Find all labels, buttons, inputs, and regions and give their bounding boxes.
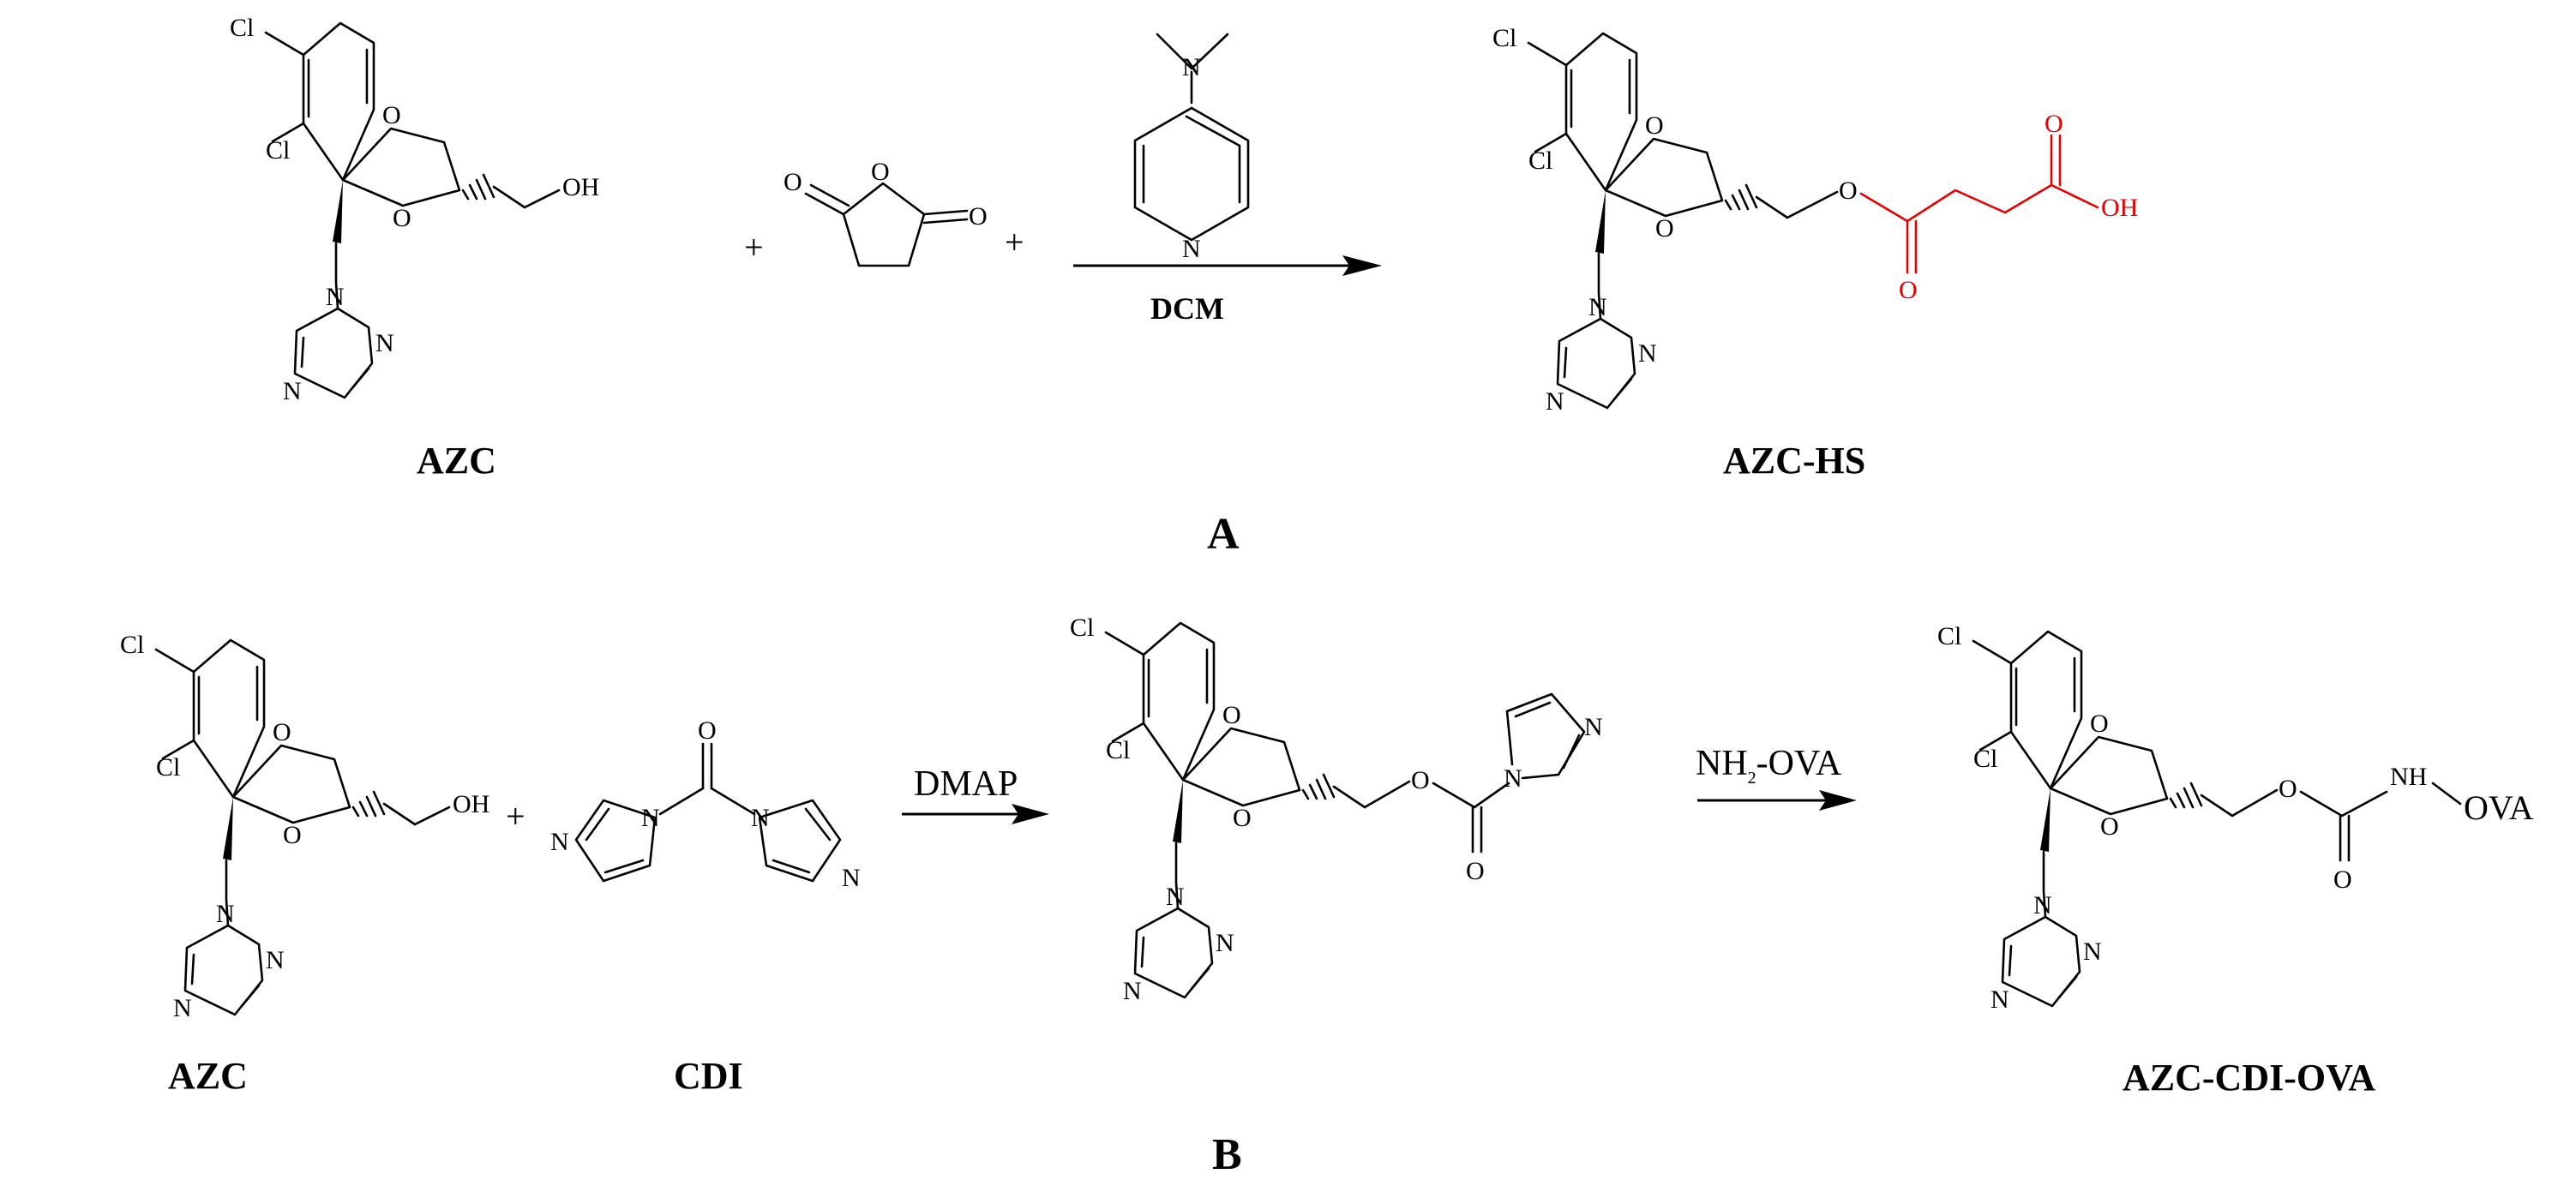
n-atom: N [375, 329, 394, 357]
o-atom: O [698, 716, 717, 745]
panel-label-a: A [1207, 510, 1240, 559]
plus-sign: + [506, 797, 525, 836]
panel-label-b: B [1212, 1130, 1242, 1179]
n-atom: N [751, 804, 770, 832]
oh-group: OH [562, 173, 599, 201]
n-atom: N [641, 804, 660, 832]
o-atom: O [2090, 710, 2109, 738]
o-atom: O [1466, 857, 1485, 885]
cl-atom: Cl [1106, 736, 1130, 764]
hemisuccinate-linker: O O OH [1859, 110, 2138, 304]
n-atom: N [216, 900, 235, 928]
succinic-anhydride: O O O [784, 158, 988, 267]
o-atom: O [382, 101, 401, 129]
n-atom: N [1584, 713, 1603, 741]
nh2-ova-label: NH2-OVA [1696, 744, 1842, 788]
azc-hs-label: AZC-HS [1723, 440, 1865, 482]
nh-group: NH [2390, 763, 2427, 791]
cl-atom: Cl [1070, 614, 1094, 642]
o-atom: O [2279, 775, 2297, 803]
azc-structure-b: Cl Cl O O N N N OH [120, 631, 489, 1022]
n-atom: N [1182, 53, 1201, 81]
o-atom: O [1411, 766, 1430, 794]
ova-group: OVA [2464, 788, 2534, 827]
o-atom: O [273, 718, 291, 746]
n-atom: N [173, 994, 192, 1022]
n-atom: N [266, 946, 285, 974]
n-atom: N [1546, 387, 1564, 416]
oh-group: OH [453, 790, 489, 818]
o-atom: O [393, 204, 411, 232]
o-atom: O [2333, 866, 2352, 894]
intermediate-structure: Cl Cl O O N N N O O N N [1070, 614, 1603, 1005]
cl-atom: Cl [120, 631, 144, 659]
n-atom: N [1991, 985, 2009, 1014]
n-atom: N [2033, 891, 2052, 919]
oh-group: OH [2101, 194, 2138, 222]
n-atom: N [1588, 293, 1607, 321]
panel-b: Cl Cl O O N N N OH AZC + O N N [120, 614, 2534, 1179]
n-atom: N [842, 864, 861, 892]
cl-atom: Cl [230, 14, 254, 42]
o-atom: O [784, 168, 802, 196]
n-atom: N [2083, 937, 2102, 966]
n-atom: N [550, 828, 569, 856]
o-atom: O [969, 202, 988, 231]
azc-cdi-ova-label: AZC-CDI-OVA [2123, 1057, 2375, 1099]
plus-sign: + [1005, 223, 1024, 261]
n-atom: N [1182, 235, 1201, 263]
cdi-label: CDI [674, 1055, 743, 1097]
azc-label-a: AZC [417, 440, 496, 482]
cl-atom: Cl [1528, 147, 1552, 175]
cl-atom: Cl [1492, 24, 1516, 52]
o-atom: O [1899, 276, 1918, 304]
cl-atom: Cl [266, 136, 290, 165]
n-atom: N [1123, 977, 1142, 1005]
azc-label-b: AZC [168, 1055, 248, 1097]
plus-sign: + [744, 228, 764, 267]
o-atom: O [1839, 177, 1858, 205]
o-atom: O [283, 821, 302, 849]
o-atom: O [1222, 701, 1241, 729]
panel-a: Cl Cl O O N N N OH AZC + O O O + [230, 14, 2138, 559]
o-atom: O [2100, 812, 2119, 841]
n-atom: N [283, 377, 302, 405]
n-atom: N [1216, 929, 1234, 957]
o-atom: O [1655, 214, 1674, 243]
reaction-arrow-b1 [902, 804, 1049, 824]
cl-atom: Cl [156, 753, 180, 782]
reaction-arrow-a [1073, 255, 1382, 276]
dmap-label: DMAP [914, 764, 1018, 804]
o-atom: O [1645, 111, 1664, 140]
azc-hs-structure: Cl Cl O O N N N O O O OH [1492, 24, 2138, 416]
reaction-arrow-b2 [1697, 790, 1857, 811]
o-atom: O [871, 158, 890, 186]
solvent-label: DCM [1150, 291, 1224, 326]
dmap-structure: N N [1133, 33, 1250, 263]
n-atom: N [1504, 764, 1522, 793]
cdi-structure: O N N N N [550, 716, 861, 892]
o-atom: O [1233, 804, 1252, 832]
cl-atom: Cl [1973, 745, 1997, 773]
azc-cdi-ova-structure: Cl Cl O O N N N O O NH OVA [1937, 622, 2534, 1014]
azc-structure-a: Cl Cl O O N N N OH [230, 14, 599, 405]
cl-atom: Cl [1937, 622, 1961, 650]
n-atom: N [1166, 883, 1185, 911]
n-atom: N [1638, 339, 1657, 368]
n-atom: N [326, 283, 345, 311]
o-atom: O [2045, 110, 2063, 138]
